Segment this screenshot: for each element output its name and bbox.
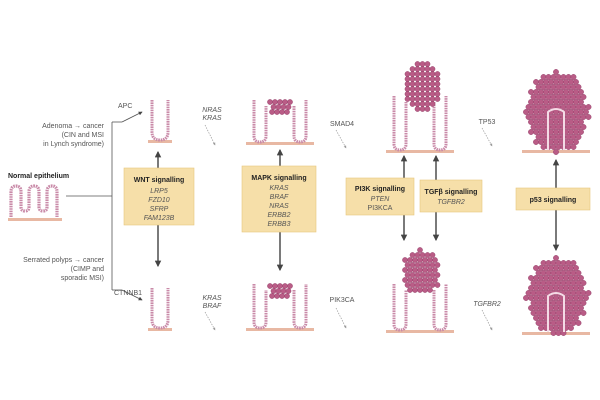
pathway-gene: LRP5 bbox=[150, 188, 168, 195]
pathway-gene: FZD10 bbox=[148, 197, 170, 204]
pathway-gene: KRAS bbox=[269, 185, 288, 192]
route-top-line-2: (CIN and MSI bbox=[62, 132, 104, 139]
pathway-gene: NRAS bbox=[269, 203, 289, 210]
carcinoma-bottom bbox=[522, 255, 592, 336]
crypt-ctnnb1-bottom bbox=[148, 288, 172, 331]
pathway-title: TGFβ signalling bbox=[425, 189, 478, 196]
carcinoma-top bbox=[522, 69, 592, 155]
gene-smad4: SMAD4 bbox=[330, 121, 354, 128]
pathway-box-pi3k: PI3K signalling PTEN PI3KCA bbox=[345, 177, 415, 216]
crypt-mapk-top bbox=[246, 99, 314, 145]
pathway-gene: SFRP bbox=[150, 206, 169, 213]
pathway-title: WNT signalling bbox=[134, 177, 185, 184]
crypt-apc-top bbox=[148, 100, 172, 143]
pathway-title: MAPK signalling bbox=[251, 175, 306, 182]
transition-arrows bbox=[204, 124, 493, 331]
pathway-gene: PI3KCA bbox=[368, 205, 393, 212]
route-bottom-line-1: Serrated polyps → cancer bbox=[23, 257, 105, 264]
gene-pik3ca: PIK3CA bbox=[330, 297, 355, 304]
pathway-box-mapk: MAPK signalling KRAS BRAF NRAS ERBB2 ERB… bbox=[241, 165, 317, 233]
route-bottom-line-2: (CIMP and bbox=[71, 266, 104, 273]
route-top-line-1: Adenoma → cancer bbox=[42, 123, 105, 130]
pathway-title: PI3K signalling bbox=[355, 186, 405, 193]
pathway-gene: FAM123B bbox=[144, 215, 175, 222]
pathway-title: p53 signalling bbox=[530, 197, 577, 204]
crypt-stage3-top bbox=[386, 61, 454, 153]
crypt-illustrations bbox=[148, 61, 592, 336]
pathway-gene: ERBB3 bbox=[268, 221, 291, 228]
gene-nras: NRAS bbox=[202, 107, 222, 114]
route-bottom-line-3: sporadic MSI) bbox=[61, 275, 104, 282]
gene-kras-top: KRAS bbox=[202, 115, 221, 122]
pathway-gene: TGFBR2 bbox=[437, 199, 465, 206]
pathway-gene: PTEN bbox=[371, 196, 391, 203]
normal-epithelium-label: Normal epithelium bbox=[8, 173, 69, 180]
gene-braf: BRAF bbox=[203, 303, 222, 310]
gene-tp53: TP53 bbox=[479, 119, 496, 126]
pathway-box-wnt: WNT signalling LRP5 FZD10 SFRP FAM123B bbox=[123, 167, 195, 226]
crypt-mapk-bottom bbox=[246, 283, 314, 331]
crypt-stage3-bottom bbox=[386, 247, 454, 333]
normal-epithelium-illustration bbox=[8, 184, 62, 221]
gene-ctnnb1: CTNNB1 bbox=[114, 290, 142, 297]
pathway-gene: ERBB2 bbox=[268, 212, 291, 219]
route-top-line-3: in Lynch syndrome) bbox=[43, 141, 104, 148]
branch-lines bbox=[66, 111, 143, 301]
pathway-box-p53: p53 signalling bbox=[515, 187, 591, 211]
pathway-gene: BRAF bbox=[270, 194, 289, 201]
pathway-arrows bbox=[154, 148, 560, 272]
gene-apc: APC bbox=[118, 103, 132, 110]
pathway-box-tgfb: TGFβ signalling TGFBR2 bbox=[419, 179, 483, 213]
gene-tgfbr2-bottom: TGFBR2 bbox=[473, 301, 501, 308]
gene-kras-bottom: KRAS bbox=[202, 295, 221, 302]
